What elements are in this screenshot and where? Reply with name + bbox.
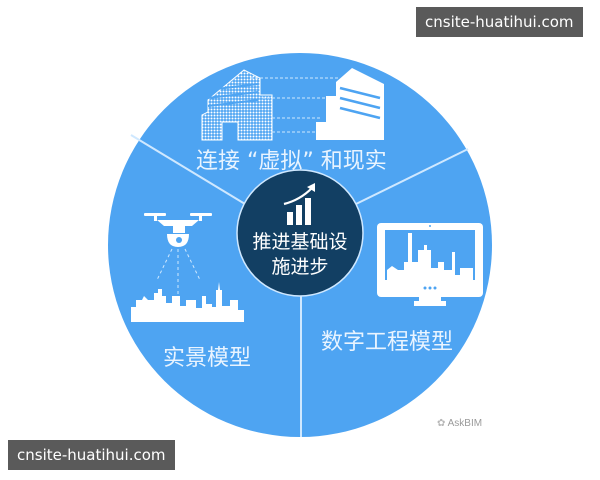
monitor-icon: [377, 223, 483, 306]
center-title-line-1: 推进基础设: [252, 231, 348, 253]
city-skyline-icon: [131, 282, 244, 322]
segment-dividers: [130, 134, 469, 437]
credit: ✿ AskBIM: [437, 418, 482, 429]
center-title-line-2: 施进步: [271, 256, 329, 278]
segment-label-top: 连接 “虚拟” 和现实: [196, 149, 387, 174]
drone-icon: [144, 213, 212, 247]
center-circle: [236, 169, 364, 297]
wechat-icon: ✿: [437, 418, 446, 429]
scan-lines: [156, 248, 201, 295]
credit-text: AskBIM: [447, 418, 483, 429]
segment-label-bottom-right: 数字工程模型: [321, 330, 454, 355]
watermark-top-right: cnsite-huatihui.com: [416, 7, 583, 37]
center-title: 推进基础设 施进步: [238, 230, 362, 280]
growth-bar-chart-icon: [283, 183, 315, 225]
real-building-icon: [316, 68, 384, 140]
segment-label-bottom-left: 实景模型: [163, 346, 252, 371]
watermark-bottom-left: cnsite-huatihui.com: [8, 440, 175, 470]
industrial-plant-icon: [387, 233, 473, 280]
virtual-building-icon: [201, 69, 273, 141]
